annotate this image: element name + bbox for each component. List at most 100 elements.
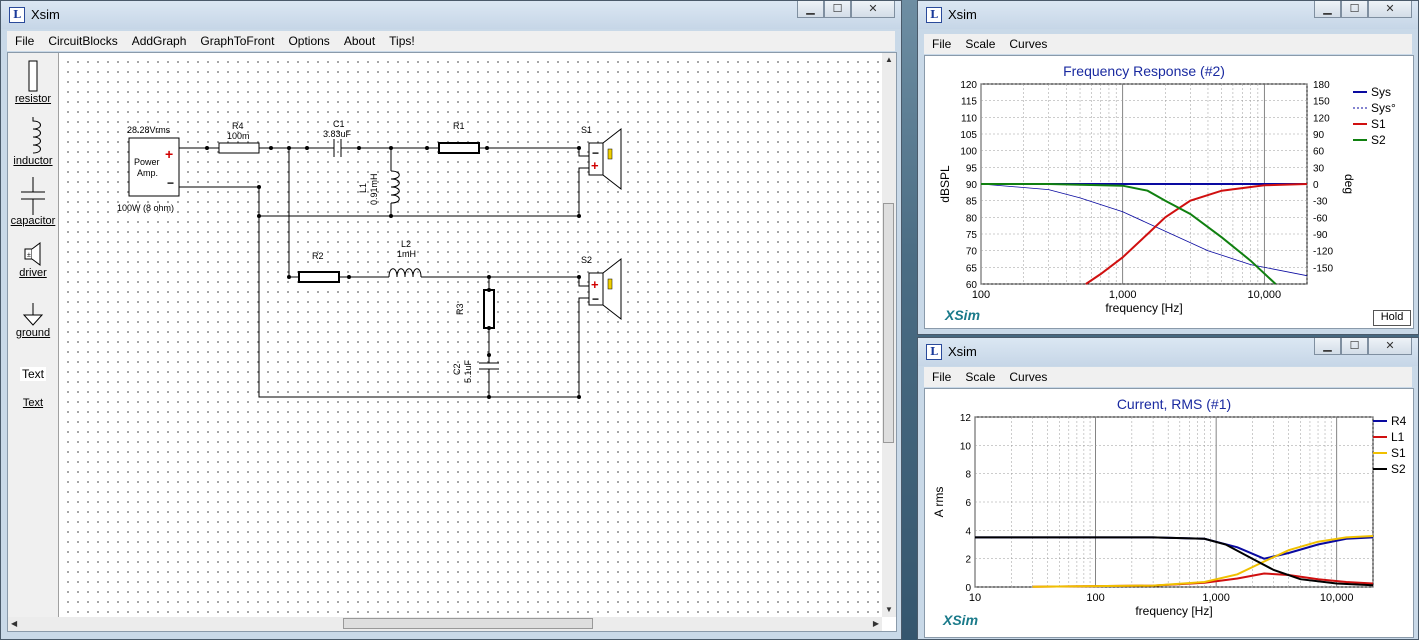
palette-resistor[interactable]: resistor (8, 59, 58, 105)
maximize-button[interactable]: ☐ (824, 1, 851, 18)
main-menu-options[interactable]: Options (288, 34, 330, 48)
svg-text:L2: L2 (401, 239, 411, 249)
y-tick-label: 6 (965, 498, 971, 509)
y-tick-label: 85 (966, 197, 978, 208)
plot-area (974, 416, 1374, 588)
hold-button[interactable]: Hold (1373, 310, 1411, 326)
horizontal-scroll-thumb[interactable] (343, 618, 593, 629)
close-button[interactable]: ✕ (1368, 1, 1412, 18)
minimize-button[interactable]: ▁ (1314, 1, 1341, 18)
palette-driver[interactable]: ± driver (8, 241, 58, 279)
y2-tick-label: 90 (1313, 130, 1325, 141)
y2-axis-label: deg (1342, 174, 1356, 194)
x-tick-label: 100 (972, 289, 990, 301)
maximize-button[interactable]: ☐ (1341, 1, 1368, 18)
graph1-menu-file[interactable]: File (932, 37, 952, 51)
graph2-menu-scale[interactable]: Scale (965, 370, 996, 384)
y2-tick-label: 60 (1313, 147, 1325, 158)
y2-tick-label: -60 (1313, 213, 1328, 224)
palette-text-label: Text (22, 397, 44, 409)
xsim-app-icon: L (926, 7, 942, 23)
svg-text:±: ± (27, 252, 31, 259)
source-voltage-label: 28.28Vrms (127, 125, 171, 135)
maximize-button[interactable]: ☐ (1341, 338, 1368, 355)
palette-capacitor[interactable]: capacitor (8, 177, 58, 227)
source-power-label: 100W (8 ohm) (117, 203, 174, 213)
main-menu-about[interactable]: About (343, 34, 376, 48)
graph2-window-title: Xsim (948, 344, 977, 359)
close-button[interactable]: ✕ (1368, 338, 1412, 355)
frequency-response-chart[interactable]: 1201151101051009590858075706560180150120… (925, 56, 1413, 328)
svg-text:S1: S1 (581, 125, 592, 135)
scroll-right-arrow[interactable]: ▶ (872, 619, 879, 628)
svg-text:1mH: 1mH (397, 249, 416, 259)
svg-text:R4: R4 (232, 121, 244, 131)
graph2-menu-curves[interactable]: Curves (1009, 370, 1048, 384)
canvas-vertical-scrollbar[interactable]: ▲ ▼ (882, 53, 896, 617)
scroll-up-arrow[interactable]: ▲ (885, 55, 893, 64)
xsim-brand-logo: XSim (944, 307, 980, 323)
series-line-s2 (975, 536, 1374, 587)
legend-label: R4 (1391, 414, 1407, 428)
series-line-sys (980, 183, 1308, 277)
svg-text:0.91mH: 0.91mH (369, 173, 379, 205)
main-titlebar[interactable]: L Xsim ▁ ☐ ✕ (1, 1, 901, 29)
scroll-down-arrow[interactable]: ▼ (885, 605, 893, 614)
main-menu-circuitblocks[interactable]: CircuitBlocks (48, 34, 118, 48)
minimize-button[interactable]: ▁ (797, 1, 824, 18)
graph2-menu-file[interactable]: File (932, 370, 952, 384)
graph1-menu-curves[interactable]: Curves (1009, 37, 1048, 51)
y-tick-label: 90 (966, 180, 978, 191)
y-tick-label: 60 (966, 280, 978, 291)
driver-icon: ± (24, 242, 41, 266)
main-menu-addgraph[interactable]: AddGraph (131, 34, 187, 48)
series-line-s1 (1085, 183, 1308, 285)
canvas-horizontal-scrollbar[interactable]: ◀ ▶ (8, 617, 882, 631)
palette-capacitor-label: capacitor (10, 215, 56, 227)
schematic-drawing[interactable]: 28.28Vrms Power Amp. 100W (8 ohm) + − R4… (59, 53, 879, 613)
legend-label: S2 (1371, 133, 1386, 147)
close-button[interactable]: ✕ (851, 1, 895, 18)
schematic-canvas[interactable]: 28.28Vrms Power Amp. 100W (8 ohm) + − R4… (59, 53, 882, 617)
scroll-left-arrow[interactable]: ◀ (11, 619, 18, 628)
palette-ground[interactable]: ground (8, 301, 58, 339)
svg-text:+: + (591, 158, 599, 173)
legend-label: S1 (1391, 446, 1406, 460)
y2-tick-label: -90 (1313, 230, 1328, 241)
x-tick-label: 10 (969, 592, 981, 604)
y2-tick-label: -30 (1313, 197, 1328, 208)
capacitor-icon (21, 177, 45, 215)
palette-text-1[interactable]: Text (8, 367, 58, 381)
vertical-scroll-thumb[interactable] (883, 203, 894, 443)
palette-inductor[interactable]: inductor (8, 117, 58, 167)
main-menubar: File CircuitBlocks AddGraph GraphToFront Opt… (7, 31, 895, 51)
y-tick-label: 8 (965, 470, 971, 481)
main-menu-tips[interactable]: Tips! (389, 34, 415, 48)
resistor-icon (28, 60, 38, 92)
graph1-menu-scale[interactable]: Scale (965, 37, 996, 51)
text-icon: Text (19, 367, 46, 381)
minimize-button[interactable]: ▁ (1314, 338, 1341, 355)
source-name-line1: Power (134, 157, 160, 167)
main-menu-file[interactable]: File (15, 34, 35, 48)
palette-text-2[interactable]: Text (8, 397, 58, 409)
y-tick-label: 4 (965, 526, 971, 537)
palette-ground-label: ground (15, 327, 51, 339)
graph1-titlebar[interactable]: L Xsim ▁ ☐ ✕ (918, 1, 1418, 29)
x-tick-label: 10,000 (1248, 289, 1282, 301)
y-tick-label: 0 (965, 583, 971, 594)
series-line-s1 (1032, 535, 1374, 588)
svg-text:−: − (592, 292, 599, 306)
y-tick-label: 115 (961, 97, 977, 108)
graph2-titlebar[interactable]: L Xsim ▁ ☐ ✕ (918, 338, 1418, 366)
main-window[interactable]: L Xsim ▁ ☐ ✕ File CircuitBlocks AddGraph Gr… (0, 0, 902, 640)
ground-icon (22, 303, 44, 326)
main-menu-graphtofront[interactable]: GraphToFront (200, 34, 275, 48)
x-tick-label: 1,000 (1202, 592, 1230, 604)
y-tick-label: 110 (961, 113, 977, 124)
svg-text:5.1uF: 5.1uF (463, 359, 473, 383)
